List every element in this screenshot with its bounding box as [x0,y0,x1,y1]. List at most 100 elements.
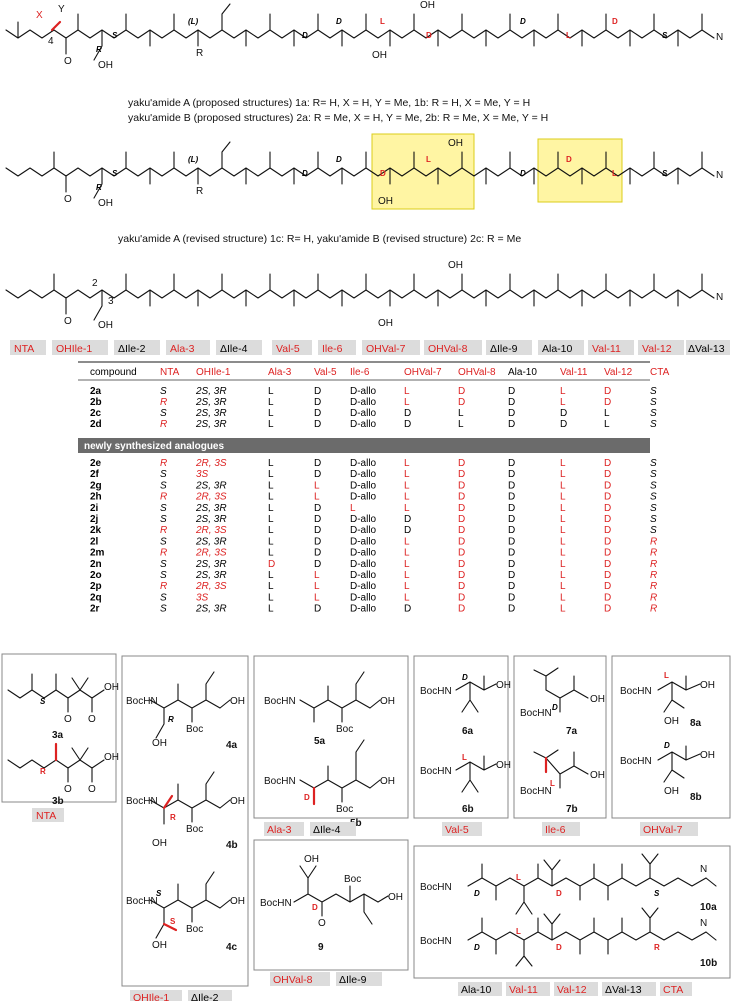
table-cell: L [560,536,566,547]
svg-text:D: D [380,169,386,178]
svg-text:D: D [552,703,558,712]
table-cell: R [650,536,657,547]
table-cell: L [314,581,320,592]
svg-text:S: S [156,889,162,898]
table-cell: D-allo [350,492,377,503]
svg-text:Ala-3: Ala-3 [170,343,195,355]
table-cell: L [268,480,274,491]
table-cell: D [604,592,611,603]
table-cell: 2m [90,548,105,559]
svg-text:CTA: CTA [663,984,683,996]
table-cell: D [604,458,611,469]
table-cell: 3S [196,592,209,603]
svg-text:3a: 3a [52,730,64,741]
svg-text:3b: 3b [52,796,64,807]
svg-text:OH: OH [590,694,605,705]
svg-text:BocHN: BocHN [420,882,452,893]
svg-text:Boc: Boc [344,874,361,885]
svg-text:Boc: Boc [186,724,203,735]
table-cell: S [650,408,657,419]
svg-text:Y: Y [58,4,65,15]
table-cell: D [458,525,465,536]
svg-text:OHIle-1: OHIle-1 [56,343,92,355]
table-cell: S [650,514,657,525]
table-cell: D [508,525,515,536]
svg-text:Ile-6: Ile-6 [545,824,566,836]
svg-text:D: D [520,17,526,26]
svg-text:ΔIle-2: ΔIle-2 [191,992,219,1001]
svg-text:BocHN: BocHN [420,936,452,947]
svg-text:N: N [716,292,723,303]
svg-text:BocHN: BocHN [126,896,158,907]
table-cell: L [404,536,410,547]
table-cell: S [160,592,167,603]
svg-text:OH: OH [104,752,119,763]
svg-text:8b: 8b [690,792,702,803]
table-cell: R [160,548,167,559]
svg-text:S: S [662,169,668,178]
table-cell: R [160,492,167,503]
svg-text:BocHN: BocHN [420,766,452,777]
table-cell: compound [90,367,137,378]
svg-text:OH: OH [448,138,463,149]
svg-text:OH: OH [372,50,387,61]
svg-text:D: D [474,889,480,898]
svg-text:Boc: Boc [186,824,203,835]
table-cell: D [508,458,515,469]
table-cell: D [458,570,465,581]
svg-text:S: S [654,889,660,898]
structure-residue-map: 2 3 O OH OH OH N [5,260,723,331]
table-cell: D [458,548,465,559]
table-cell: D [404,525,411,536]
svg-text:D: D [304,793,310,802]
table-cell: D [604,536,611,547]
svg-text:Boc: Boc [336,724,353,735]
table-cell: D-allo [350,592,377,603]
table-cell: S [650,525,657,536]
table-cell: L [404,559,410,570]
svg-text:OHIle-1: OHIle-1 [133,992,169,1001]
svg-text:N: N [700,918,707,929]
table-cell: R [160,397,167,408]
table-cell: 2S, 3R [195,419,227,430]
svg-text:BocHN: BocHN [420,686,452,697]
svg-text:BocHN: BocHN [520,786,552,797]
svg-text:OH: OH [420,0,435,11]
table-cell: 2p [90,581,102,592]
table-cell: D [508,514,515,525]
table-cell: R [160,581,167,592]
svg-text:D: D [312,903,318,912]
table-cell: D [314,503,321,514]
table-cell: D [604,525,611,536]
table-cell: R [650,592,657,603]
svg-text:OH: OH [448,260,463,271]
svg-text:L: L [550,779,555,788]
svg-text:Ile-6: Ile-6 [322,343,343,355]
table-cell: L [560,469,566,480]
table-cell: D [314,536,321,547]
table-cell: L [268,386,274,397]
svg-text:S: S [112,169,118,178]
table-cell: D-allo [350,386,377,397]
panel-ohval7: BocHN L OH OH 8a BocHN D OH OH 8b OHVal-… [611,655,731,836]
svg-text:BocHN: BocHN [620,756,652,767]
svg-text:4b: 4b [226,840,238,851]
svg-text:R: R [96,45,102,54]
table-cell: D [508,492,515,503]
svg-text:9: 9 [318,942,324,953]
svg-text:O: O [64,784,72,795]
table-cell: L [314,492,320,503]
svg-text:L: L [664,671,669,680]
svg-text:10a: 10a [700,902,717,913]
svg-text:OH: OH [152,838,167,849]
table-cell: L [560,386,566,397]
panel-ile6: BocHN D OH 7a BocHN L OH 7b Ile-6 [513,655,607,836]
table-cell: R [650,570,657,581]
table-cell: L [314,570,320,581]
table-cell: D [508,536,515,547]
svg-text:D: D [566,155,572,164]
table-cell: L [560,570,566,581]
table-cell: D-allo [350,397,377,408]
table-cell: 2R, 3S [195,525,227,536]
